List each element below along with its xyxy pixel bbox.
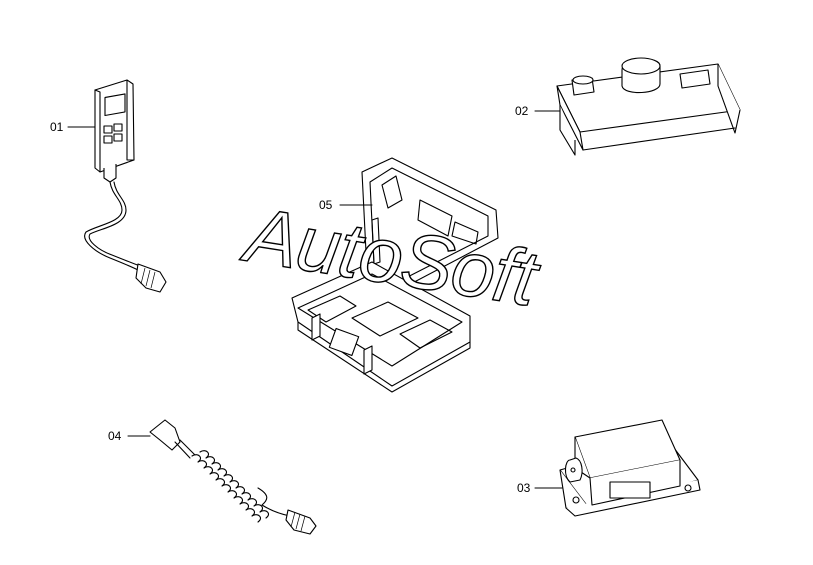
part-03-sensor-box [534, 419, 701, 517]
callout-03: 03 [517, 481, 531, 495]
part-04-coiled-cable [127, 419, 317, 535]
cable-coil [191, 450, 269, 523]
callout-05: 05 [319, 198, 333, 212]
callout-02: 02 [515, 104, 529, 118]
part-02-mounting-stand [534, 57, 741, 156]
callout-04: 04 [108, 429, 122, 443]
part-05-carrying-case [291, 157, 499, 393]
part-01-handheld-meter [67, 79, 167, 293]
callout-01: 01 [50, 120, 64, 134]
